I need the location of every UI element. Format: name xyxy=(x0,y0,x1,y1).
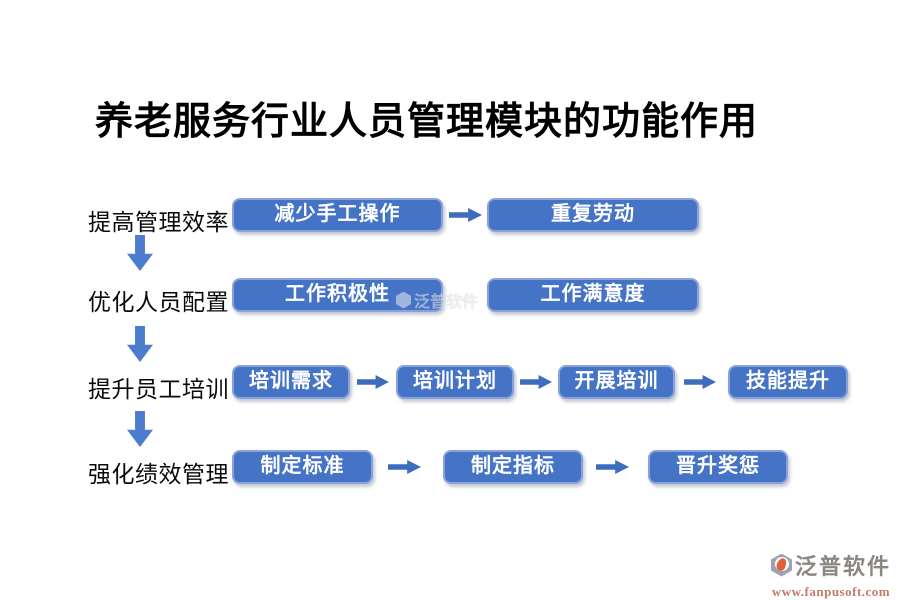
down-arrow-icon xyxy=(127,326,153,362)
brand-name: 泛普软件 xyxy=(794,554,891,579)
flow-box: 技能提升 xyxy=(728,365,848,399)
page-title: 养老服务行业人员管理模块的功能作用 xyxy=(95,101,759,143)
flow-box: 重复劳动 xyxy=(487,198,699,232)
row-label-training: 提升员工培训 xyxy=(88,376,229,402)
brand-footer: 泛普软件 www.fanpusoft.com xyxy=(766,549,896,600)
row-label-efficiency: 提高管理效率 xyxy=(88,209,229,235)
flow-box: 减少手工操作 xyxy=(232,198,443,232)
flow-box: 制定指标 xyxy=(443,450,583,484)
right-arrow-icon xyxy=(596,460,629,474)
flow-box: 工作满意度 xyxy=(487,278,699,312)
brand-line: 泛普软件 xyxy=(770,549,891,581)
fanpu-logo-icon xyxy=(770,553,792,577)
right-arrow-icon xyxy=(520,375,552,389)
flow-box: 晋升奖惩 xyxy=(648,450,788,484)
right-arrow-icon xyxy=(357,375,389,389)
down-arrow-icon xyxy=(127,235,153,271)
flow-box: 制定标准 xyxy=(232,450,373,484)
right-arrow-icon xyxy=(388,460,421,474)
flow-box: 开展培训 xyxy=(558,365,675,399)
brand-url: www.fanpusoft.com xyxy=(771,584,891,599)
right-arrow-icon xyxy=(684,375,716,389)
row-label-staffing: 优化人员配置 xyxy=(88,289,229,315)
flow-box: 培训需求 xyxy=(232,365,350,399)
row-label-performance: 强化绩效管理 xyxy=(88,461,229,487)
flow-box: 培训计划 xyxy=(396,365,514,399)
flow-box: 工作积极性 xyxy=(232,278,443,312)
right-arrow-icon xyxy=(449,208,482,222)
down-arrow-icon xyxy=(127,411,153,447)
